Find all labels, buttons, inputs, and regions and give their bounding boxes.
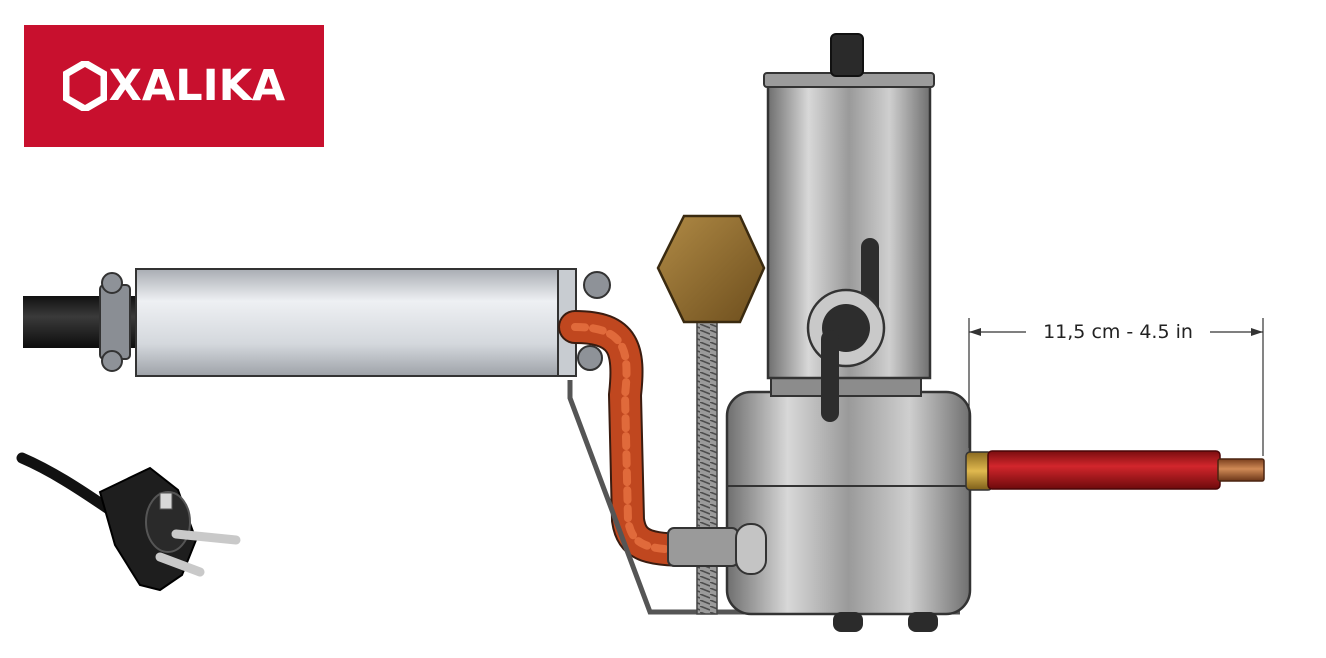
valve-lever bbox=[806, 238, 886, 422]
brand-name: XALIKA bbox=[108, 60, 286, 111]
hexagon-logo-icon bbox=[62, 61, 107, 111]
heater-tube bbox=[99, 268, 611, 377]
brand-logo-content: XALIKA bbox=[62, 60, 286, 111]
hose-fitting bbox=[667, 527, 739, 567]
brand-logo: XALIKA bbox=[24, 25, 324, 147]
spout bbox=[965, 450, 1265, 491]
lower-body bbox=[725, 390, 972, 632]
dimension-label: 11,5 cm - 4.5 in bbox=[1026, 321, 1210, 343]
brass-knob bbox=[656, 214, 766, 324]
eu-plug-icon bbox=[16, 452, 241, 592]
